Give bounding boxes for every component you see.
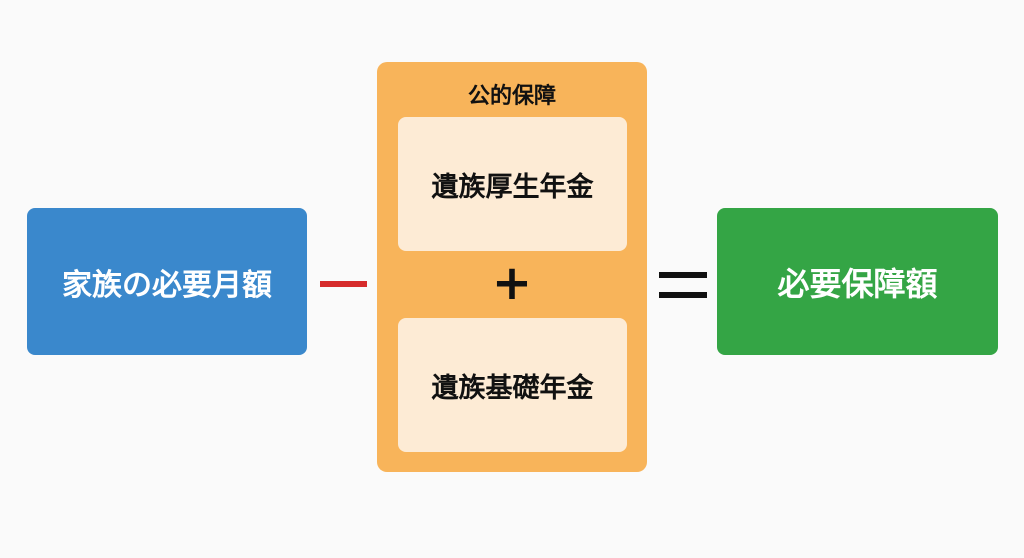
minus-operator bbox=[320, 281, 367, 287]
survivors-employee-pension-box: 遺族厚生年金 bbox=[398, 117, 627, 251]
family-monthly-need-box: 家族の必要月額 bbox=[27, 208, 307, 355]
required-coverage-box: 必要保障額 bbox=[717, 208, 998, 355]
plus-operator: + bbox=[491, 255, 533, 311]
required-coverage-label: 必要保障額 bbox=[777, 264, 938, 303]
survivors-basic-pension-box: 遺族基礎年金 bbox=[398, 318, 627, 452]
survivors-employee-pension-label: 遺族厚生年金 bbox=[431, 171, 594, 203]
survivors-basic-pension-label: 遺族基礎年金 bbox=[431, 372, 594, 404]
family-monthly-need-label: 家族の必要月額 bbox=[62, 267, 272, 303]
equals-operator-bottom bbox=[659, 292, 707, 298]
equals-operator-top bbox=[659, 272, 707, 278]
public-security-title: 公的保障 bbox=[467, 84, 556, 109]
public-security-group: 公的保障 遺族厚生年金 + 遺族基礎年金 bbox=[377, 62, 647, 472]
